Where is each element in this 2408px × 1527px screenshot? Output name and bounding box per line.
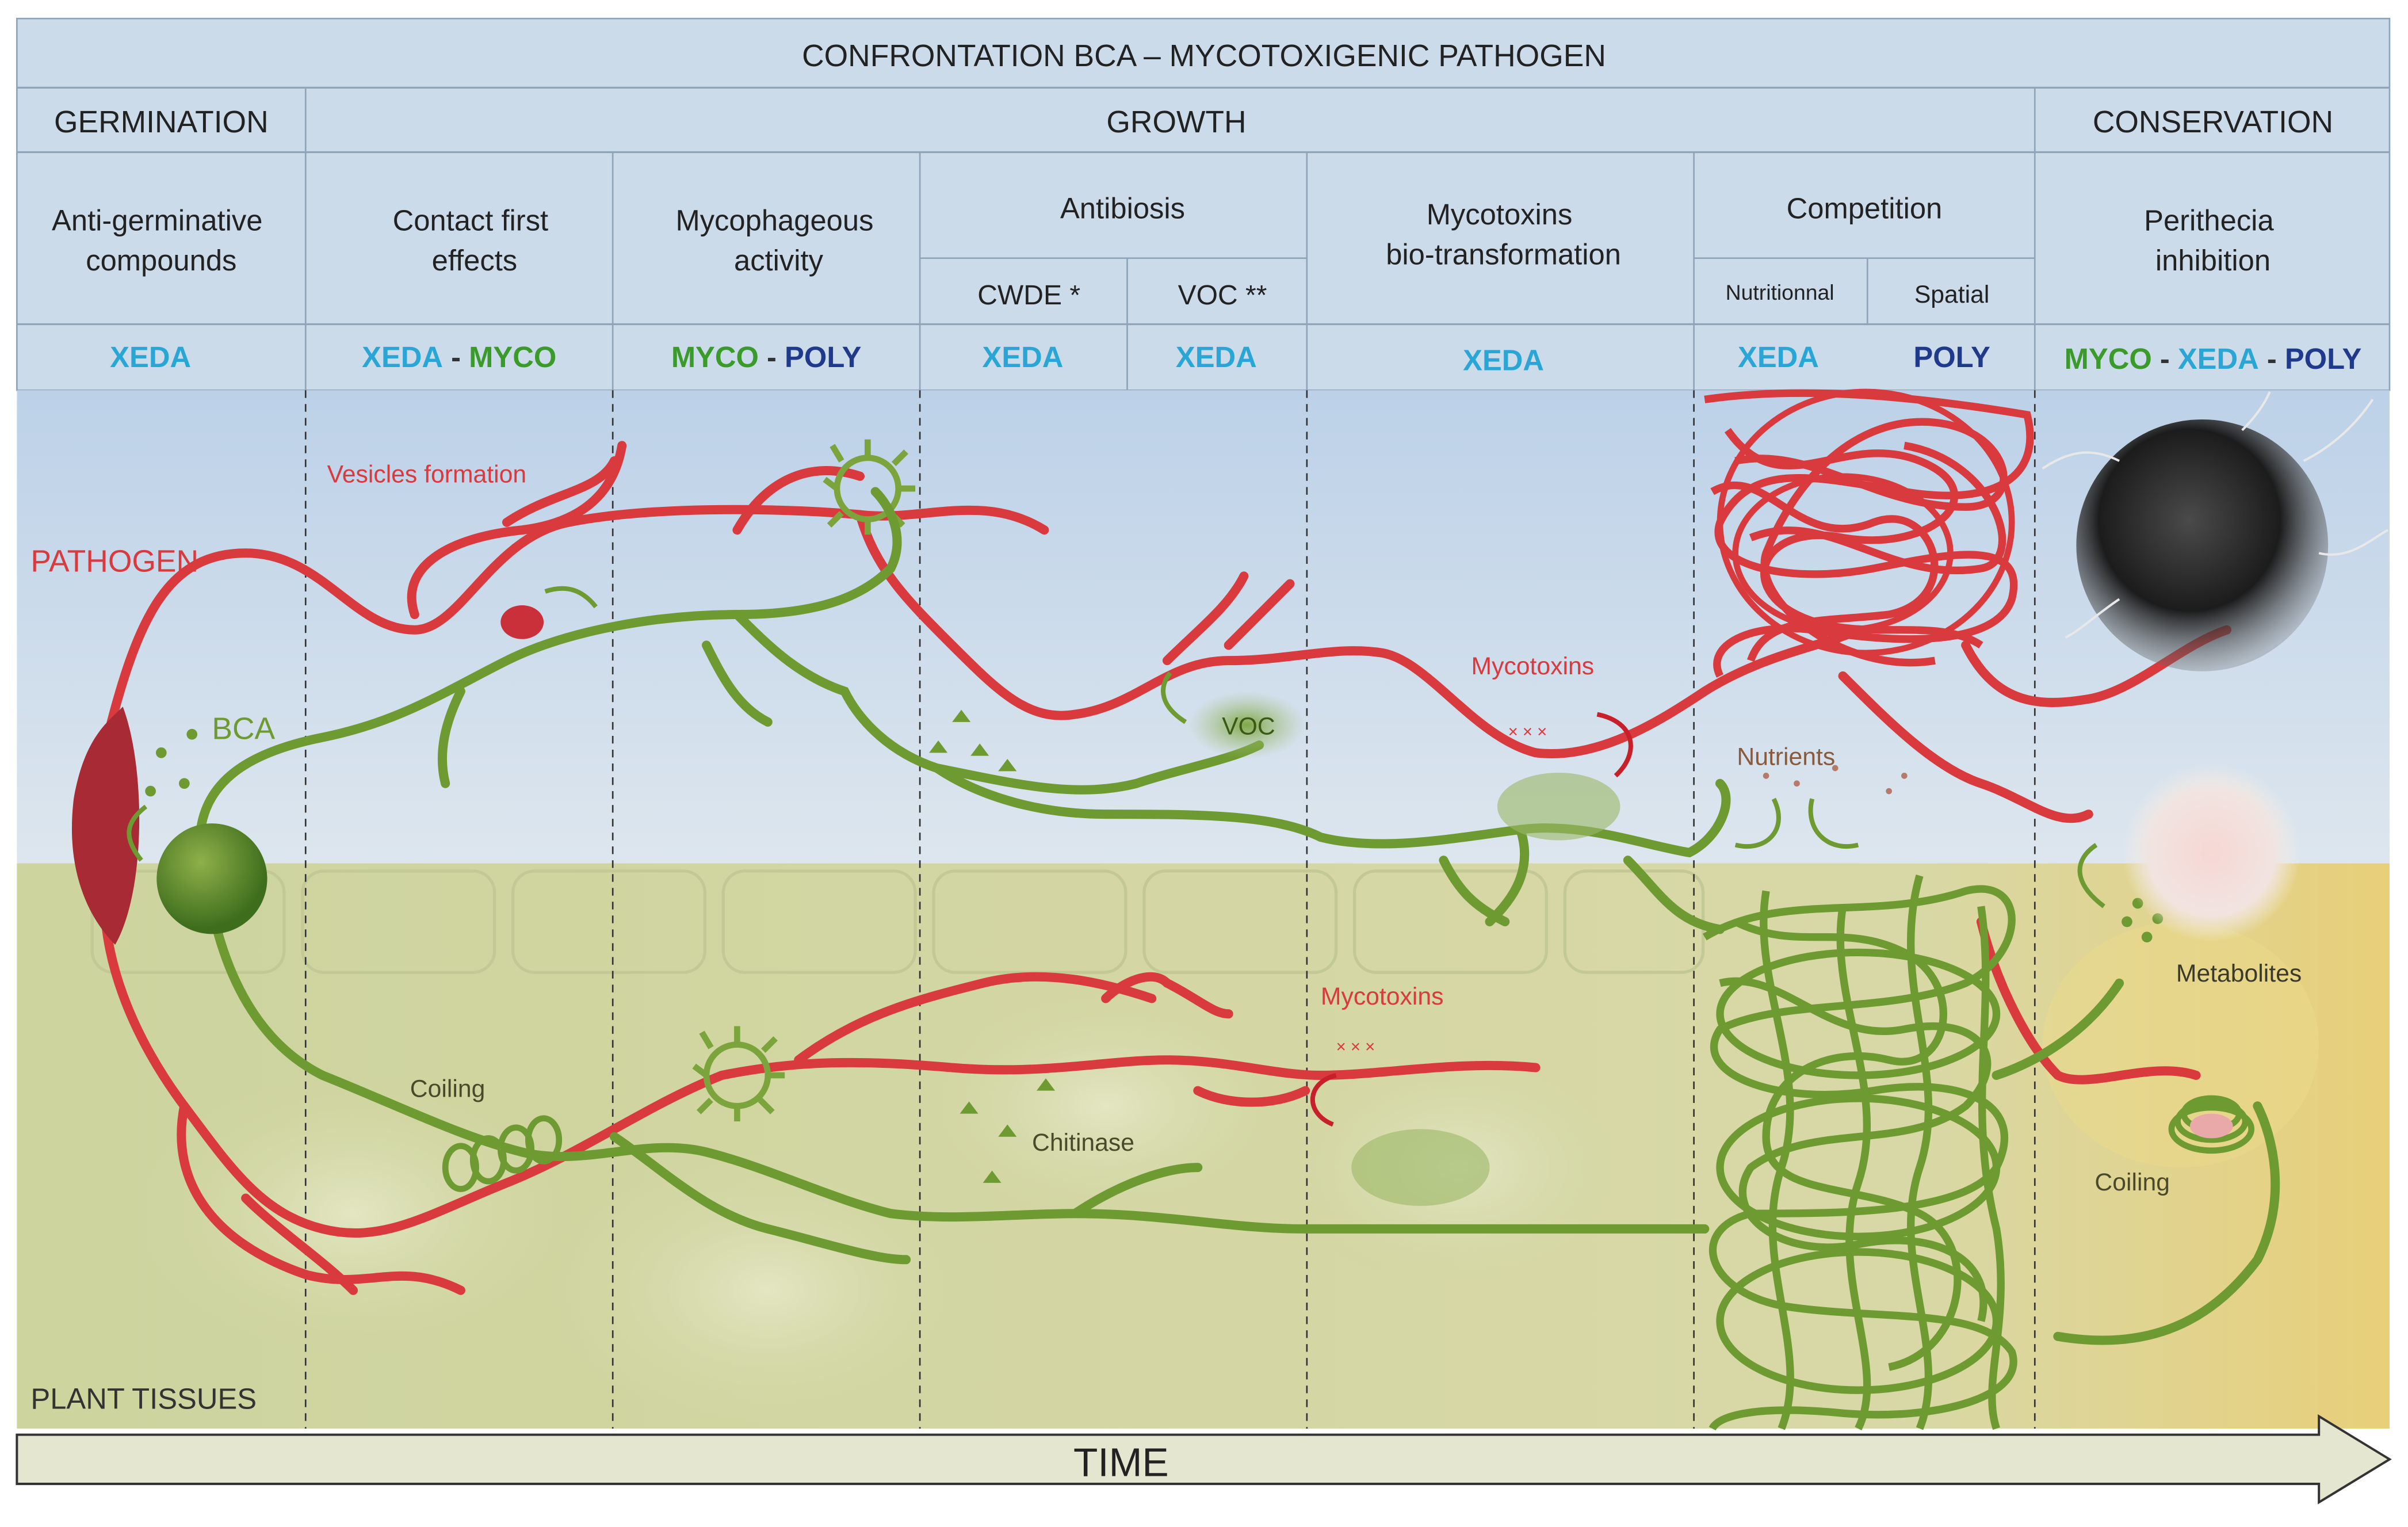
label-plant-tissues: PLANT TISSUES (30, 1382, 257, 1415)
nutrient-dots (1763, 765, 1908, 795)
voc-blob (1188, 691, 1306, 759)
perithecium-hairs (2042, 391, 2389, 639)
curved-arrow-icon (1310, 712, 1633, 1127)
mycophageous-knot (692, 439, 916, 1122)
pink-spore-icon (2189, 1113, 2233, 1139)
label-voc-blob: VOC (1222, 712, 1275, 740)
label-chitinase: Chitinase (1032, 1129, 1134, 1156)
mechanism-anti-germinative: Anti-germinative compounds (52, 204, 271, 277)
organism-xeda: XEDA (983, 341, 1064, 373)
detox-patch (1351, 1129, 1490, 1206)
label-mycotoxins-upper: Mycotoxins (1471, 652, 1595, 680)
mechanism-competition: Competition (1787, 192, 1943, 224)
mechanism-spatial: Spatial (1914, 281, 1990, 308)
label-metabolites: Metabolites (2176, 960, 2302, 987)
pathogen-spore-icon (71, 707, 140, 945)
mechanism-mycophageous: Mycophageous activity (675, 204, 881, 277)
label-bca: BCA (212, 712, 275, 746)
phase-dividers (304, 390, 2036, 1429)
label-time: TIME (1073, 1440, 1169, 1485)
title: CONFRONTATION BCA – MYCOTOXIGENIC PATHOG… (802, 39, 1606, 73)
mechanism-antibiosis: Antibiosis (1060, 192, 1185, 224)
arrow-right-icon (16, 1414, 2392, 1505)
vesicle-icon (500, 605, 544, 639)
bca-spore-icon (156, 823, 267, 934)
coiling-icon (442, 1095, 2255, 1192)
label-vesicles: Vesicles formation (327, 460, 527, 488)
organisms-row: XEDA XEDA - MYCO MYCO - POLY XEDA XEDA X… (110, 341, 2361, 376)
label-nutrients: Nutrients (1737, 743, 1835, 771)
mechanism-perithecia: Perithecia inhibition (2144, 204, 2282, 277)
label-coiling: Coiling (2094, 1169, 2170, 1196)
pink-spore-icon (2122, 764, 2301, 942)
label-pathogen: PATHOGEN (30, 544, 198, 578)
pathogen-knot (1704, 388, 2034, 678)
header-background (16, 17, 2391, 391)
organism-xeda: XEDA (1176, 341, 1257, 373)
organism-group: XEDA - MYCO (362, 341, 556, 373)
mycotoxin-marks: × × × × × × (1336, 723, 1547, 1056)
organism-xeda: XEDA (110, 341, 191, 373)
phase-conservation: CONSERVATION (2093, 105, 2333, 139)
mechanism-voc: VOC ** (1178, 280, 1267, 311)
organism-xeda: XEDA (1463, 344, 1544, 377)
curved-arrow-icon (127, 586, 2105, 908)
label-coiling: Coiling (410, 1075, 486, 1102)
phase-germination: GERMINATION (54, 105, 269, 139)
label-mycotoxins-lower: Mycotoxins (1321, 983, 1444, 1010)
mechanism-cwde: CWDE * (977, 280, 1080, 311)
organism-group: MYCO - POLY (671, 341, 862, 373)
detox-patch (1497, 773, 1620, 841)
svg-text:× × ×: × × × (1508, 723, 1547, 742)
mechanism-nutritional: Nutritionnal (1726, 280, 1834, 304)
organism-poly: POLY (1913, 341, 1990, 373)
organism-group: MYCO - XEDA - POLY (2065, 342, 2362, 375)
perithecium-icon (2076, 419, 2329, 671)
mechanism-contact-first: Contact first effects (393, 204, 557, 277)
pathogen-hyphae (100, 441, 2231, 1295)
svg-text:× × ×: × × × (1336, 1037, 1375, 1056)
cwde-triangles (929, 709, 1056, 1183)
bca-hyphae (195, 487, 2280, 1345)
phase-growth: GROWTH (1106, 105, 1246, 139)
organism-xeda: XEDA (1738, 341, 1819, 373)
mechanism-biotransformation: Mycotoxins bio-transformation (1386, 198, 1621, 270)
bca-mat (1702, 875, 2017, 1431)
